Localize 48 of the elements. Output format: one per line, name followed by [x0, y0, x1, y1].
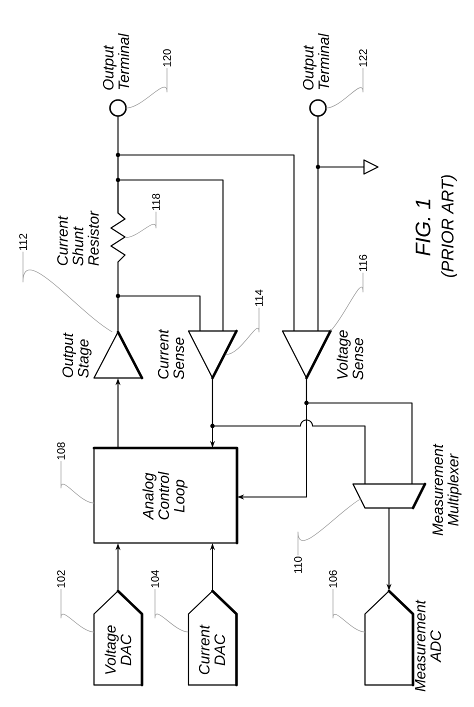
reference-numeral: 122: [359, 49, 367, 66]
leader-line: [330, 272, 364, 332]
leader-line: [22, 252, 112, 332]
adc-block: Measurement ADC: [364, 590, 441, 692]
dac-block: Voltage DAC: [93, 590, 144, 686]
leader-line: [326, 68, 364, 108]
wire: [116, 294, 201, 332]
node-label: Voltage Sense: [336, 330, 364, 380]
wire: [304, 378, 413, 484]
output-terminal: Output Terminal: [102, 33, 130, 117]
leader-line: [226, 308, 260, 355]
leader-line: [154, 589, 189, 632]
node-label: Measurement ADC: [415, 600, 441, 692]
amplifier-triangle: Current Sense: [158, 328, 238, 380]
leader-line: [126, 68, 168, 108]
control-loop-box: Analog Control Loop: [92, 446, 238, 544]
reference-numeral: 112: [19, 234, 27, 250]
leader-line: [298, 498, 361, 556]
reference-numeral: 108: [57, 442, 65, 460]
triangle-symbol: [363, 159, 379, 175]
node-label: Output Terminal: [302, 33, 330, 90]
leader-line: [60, 589, 94, 632]
node-label: Output Terminal: [102, 33, 130, 90]
wire: [316, 116, 364, 170]
node-label: Current Sense: [158, 328, 184, 380]
node-label: Measurement Multiplexer: [432, 444, 462, 536]
wire: [116, 178, 224, 332]
reference-numeral: 120: [163, 49, 171, 66]
figure-label: FIG. 1: [416, 200, 430, 256]
reference-numeral: 114: [255, 290, 263, 306]
dac-block: Current DAC: [188, 590, 238, 686]
wire: [210, 378, 366, 484]
figure-label: (PRIOR ART): [441, 175, 457, 277]
leader-line: [60, 461, 94, 504]
reference-numeral: 102: [57, 570, 65, 588]
leader-line: [332, 589, 366, 632]
reference-numeral: 106: [329, 570, 337, 588]
amplifier-triangle: Output Stage: [62, 330, 144, 380]
multiplexer-trapezoid: Measurement Multiplexer: [352, 444, 462, 536]
output-terminal: Output Terminal: [302, 33, 330, 117]
amplifier-triangle: Voltage Sense: [282, 330, 364, 380]
leader-line: [126, 212, 156, 238]
wire: [116, 152, 295, 332]
node-label: Output Stage: [62, 332, 92, 378]
reference-numeral: 104: [151, 570, 159, 588]
reference-numeral: 110: [294, 556, 302, 573]
reference-numeral: 116: [359, 254, 367, 271]
reference-numeral: 118: [152, 194, 160, 210]
